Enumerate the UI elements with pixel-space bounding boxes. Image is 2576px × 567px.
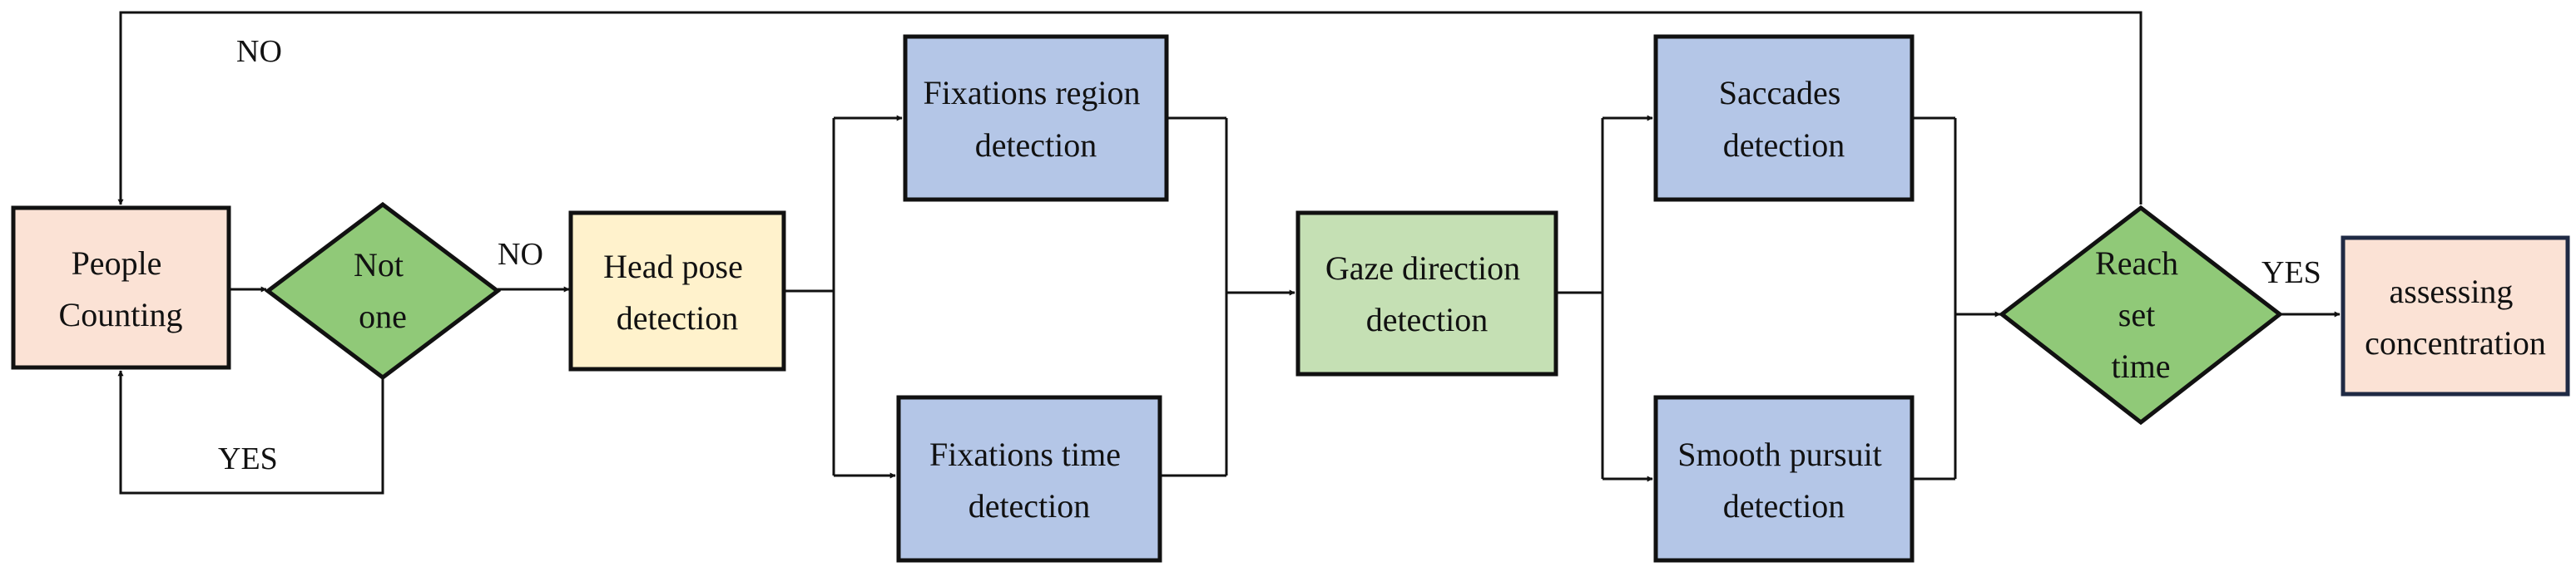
reach-set-time-line3: time: [2111, 348, 2170, 385]
smooth-pursuit-line1: Smooth pursuit: [1677, 436, 1882, 473]
svg-text:Gaze direction detection: Gaze direction detection: [1325, 249, 1528, 338]
svg-text:Head pose detection: Head pose detection: [603, 248, 751, 337]
gaze-direction-line1: Gaze direction: [1325, 249, 1520, 287]
svg-text:Not one: Not one: [354, 246, 412, 335]
node-saccades: Saccades detection: [1653, 34, 1915, 202]
fixations-region-line1: Fixations region: [923, 74, 1140, 111]
assessing-line1: assessing: [2390, 273, 2514, 310]
node-reach-set-time: Reach set time: [1998, 205, 2284, 426]
svg-text:assessing concentration: assessing concentration: [2365, 273, 2546, 362]
assessing-box: [2341, 235, 2570, 397]
node-fixations-region: Fixations region detection: [903, 34, 1169, 202]
reach-set-time-line2: set: [2118, 296, 2155, 333]
fixations-region-line2: detection: [975, 126, 1097, 164]
node-head-pose: Head pose detection: [568, 210, 786, 372]
saccades-box: [1653, 34, 1915, 202]
node-gaze-direction: Gaze direction detection: [1295, 210, 1558, 377]
label-yes-right: YES: [2261, 255, 2321, 290]
node-assessing-concentration: assessing concentration: [2341, 235, 2570, 397]
saccades-line1: Saccades: [1719, 74, 1841, 111]
node-not-one: Not one: [264, 201, 502, 381]
assessing-line2: concentration: [2365, 324, 2546, 362]
svg-text:Saccades detection: Saccades detection: [1719, 74, 1850, 164]
reach-set-time-diamond: [1998, 205, 2284, 426]
svg-text:Reach set time: Reach set time: [2095, 244, 2187, 385]
connectors: [117, 11, 2341, 495]
people-counting-line2: Counting: [59, 296, 183, 333]
edge-notone-yes-loop: [117, 370, 384, 495]
node-smooth-pursuit: Smooth pursuit detection: [1653, 395, 1915, 563]
label-no-top: NO: [236, 34, 282, 69]
not-one-line1: Not: [354, 246, 404, 284]
fixations-time-line2: detection: [968, 487, 1091, 525]
not-one-line2: one: [359, 298, 407, 335]
svg-text:Smooth pursuit detection: Smooth pursuit detection: [1677, 436, 1890, 525]
reach-set-time-line1: Reach: [2095, 244, 2178, 282]
node-fixations-time: Fixations time detection: [896, 395, 1162, 563]
label-yes-bottom: YES: [218, 441, 278, 476]
head-pose-line2: detection: [617, 299, 739, 337]
gaze-direction-box: [1295, 210, 1558, 377]
people-counting-line1: People: [72, 244, 162, 282]
not-one-diamond: [264, 201, 502, 381]
head-pose-line1: Head pose: [603, 248, 743, 285]
smooth-pursuit-box: [1653, 395, 1915, 563]
svg-text:People Counting: People Counting: [59, 244, 183, 333]
fixations-region-box: [903, 34, 1169, 202]
label-no-right: NO: [498, 237, 543, 272]
svg-text:Fixations time detection: Fixations time detection: [929, 436, 1129, 525]
people-counting-box: [11, 205, 231, 370]
fixations-time-box: [896, 395, 1162, 563]
saccades-line2: detection: [1723, 126, 1845, 164]
edge-reach-no-loop: [117, 11, 2143, 205]
fixations-time-line1: Fixations time: [929, 436, 1121, 473]
gaze-direction-line2: detection: [1366, 301, 1489, 338]
node-people-counting: People Counting: [11, 205, 231, 370]
smooth-pursuit-line2: detection: [1723, 487, 1845, 525]
head-pose-box: [568, 210, 786, 372]
svg-text:Fixations region detecti: Fixations region detection: [923, 74, 1148, 164]
